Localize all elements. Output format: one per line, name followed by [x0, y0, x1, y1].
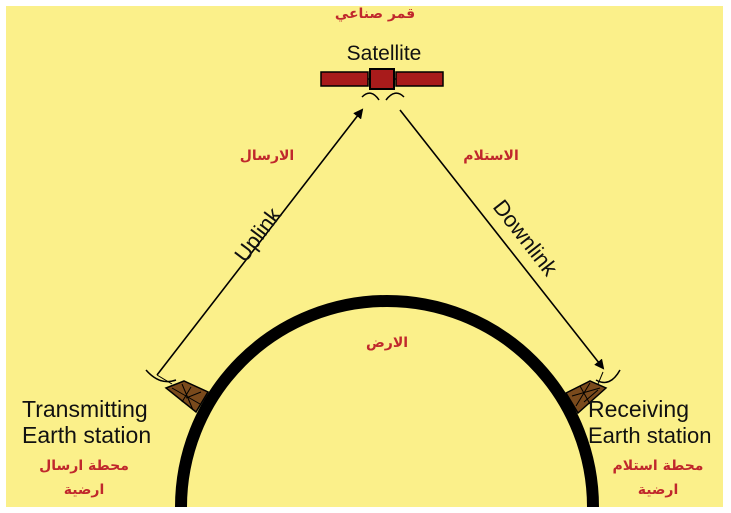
transmitting-station-label-ar-line2: ارضية	[22, 482, 146, 498]
transmitting-station-label-line1: Transmitting	[22, 397, 148, 422]
receiving-station-label-ar-line2: ارضية	[596, 482, 720, 498]
transmitting-station-label-line2: Earth station	[22, 423, 151, 448]
solar-panel-left	[321, 72, 368, 86]
receiving-station-label-ar-line1: محطة استلام	[596, 458, 720, 474]
satellite-body	[370, 69, 394, 89]
uplink-label-ar: الارسال	[222, 148, 312, 164]
earth-label-ar: الارض	[337, 335, 437, 351]
satellite-label-en: Satellite	[328, 41, 440, 66]
transmitting-station-label-ar-line1: محطة ارسال	[22, 458, 146, 474]
solar-panel-right	[396, 72, 443, 86]
receiving-station-label-line2: Earth station	[588, 423, 712, 448]
receiving-station-label-line1: Receiving	[588, 397, 689, 422]
downlink-label-ar: الاستلام	[441, 148, 541, 164]
satellite-label-ar: قمر صناعي	[325, 6, 425, 22]
